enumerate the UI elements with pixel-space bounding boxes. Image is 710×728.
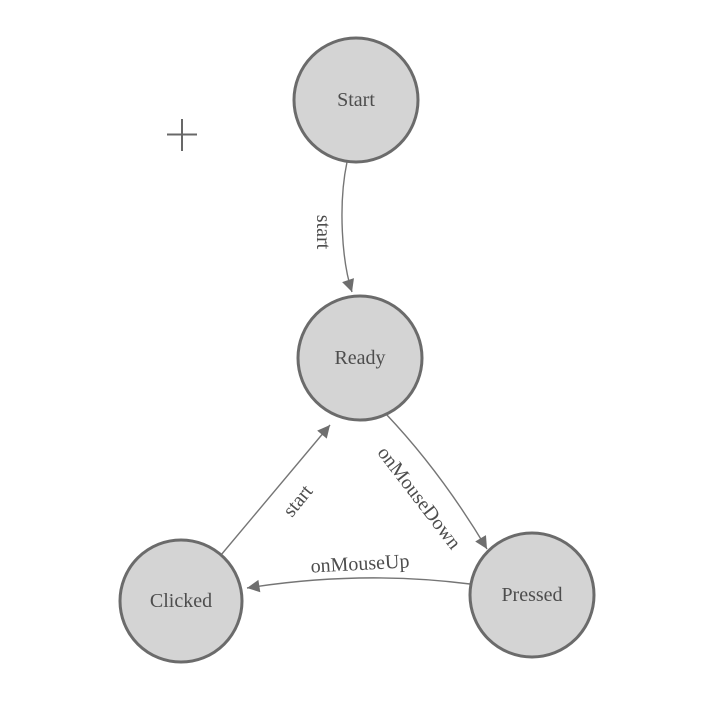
state-node-clicked[interactable]: Clicked	[118, 538, 244, 664]
edge-label-onmousedown: onMouseDown	[373, 442, 466, 553]
state-label-ready: Ready	[334, 347, 385, 369]
state-circle-clicked[interactable]	[118, 538, 244, 664]
edge-path-pressed-clicked[interactable]	[246, 577, 471, 593]
state-circle-start[interactable]	[292, 36, 420, 164]
state-circle-pressed[interactable]	[468, 531, 596, 659]
state-label-start: Start	[337, 89, 375, 111]
edge-label-start-2: start	[279, 480, 318, 521]
edge-path-start-ready[interactable]	[341, 161, 354, 293]
state-label-pressed: Pressed	[501, 584, 562, 606]
state-node-start[interactable]: Start	[292, 36, 420, 164]
state-circle-ready[interactable]	[296, 294, 424, 422]
state-node-ready[interactable]: Ready	[296, 294, 424, 422]
edge-label-onmouseup: onMouseUp	[310, 550, 410, 577]
transition-pressed-to-clicked[interactable]: onMouseUp	[246, 550, 471, 593]
edge-path-ready-pressed[interactable]	[385, 413, 488, 550]
transition-start-to-ready[interactable]: start	[312, 161, 354, 293]
state-node-pressed[interactable]: Pressed	[468, 531, 596, 659]
transition-clicked-to-ready[interactable]: start	[220, 424, 331, 556]
edge-path-clicked-ready[interactable]	[220, 424, 331, 556]
transition-ready-to-pressed[interactable]: onMouseDown	[373, 413, 488, 554]
plus-icon[interactable]	[167, 119, 197, 151]
edge-label-start: start	[312, 215, 334, 250]
state-label-clicked: Clicked	[150, 590, 212, 612]
